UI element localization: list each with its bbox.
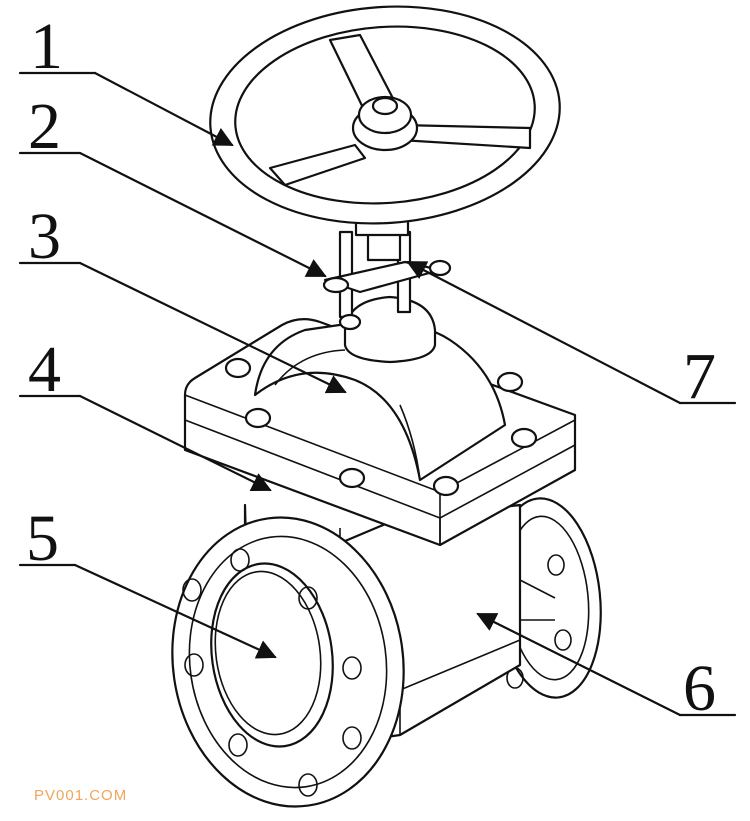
- yoke: [322, 230, 452, 364]
- label-4: 4: [28, 333, 61, 406]
- label-7: 7: [683, 340, 716, 413]
- valve-drawing: [171, 5, 602, 808]
- callout-labels: 1 2 3 4 5 6 7: [26, 10, 716, 725]
- handwheel: [209, 5, 561, 237]
- label-6: 6: [683, 652, 716, 725]
- leader-arrow-5: [73, 563, 277, 659]
- leader-arrow-1: [93, 71, 234, 147]
- label-5: 5: [26, 502, 59, 575]
- leader-arrow-7: [406, 260, 682, 405]
- label-1: 1: [30, 10, 63, 83]
- leader-arrow-3: [78, 261, 347, 394]
- watermark: PV001.COM: [34, 787, 128, 804]
- leader-lines: [18, 71, 737, 717]
- leader-arrow-4: [78, 394, 272, 492]
- leader-arrow-2: [78, 151, 327, 278]
- label-3: 3: [28, 200, 61, 273]
- label-2: 2: [28, 90, 61, 163]
- leader-arrow-6: [476, 612, 682, 717]
